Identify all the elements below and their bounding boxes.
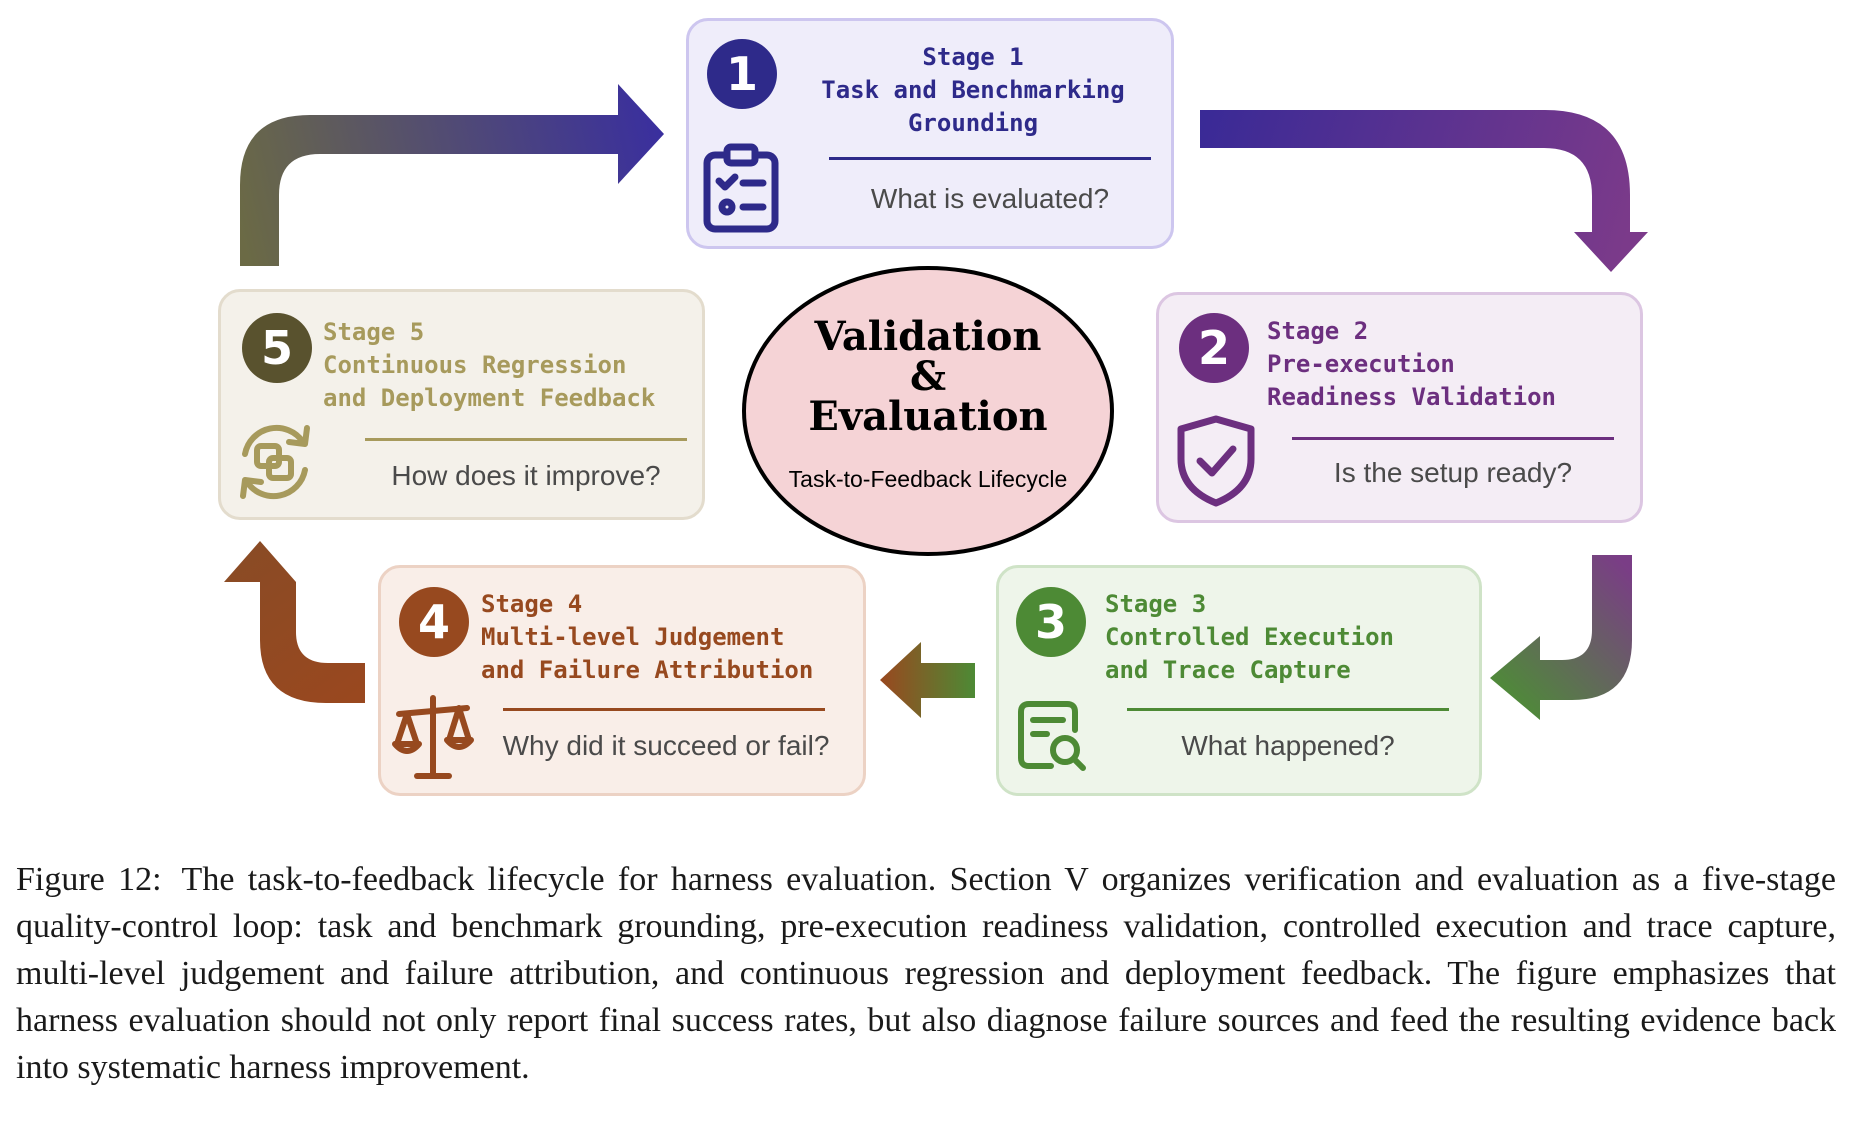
stage-5-card: 5 Stage 5 Continuous Regression and Depl… — [218, 289, 705, 520]
stage-1-title: Stage 1 Task and Benchmarking Grounding — [821, 43, 1125, 137]
stage-1-card: 1 Stage 1 Task and Benchmarking Groundin… — [686, 18, 1174, 249]
stage-2-title: Stage 2 Pre-execution Readiness Validati… — [1267, 317, 1556, 411]
center-title-line3: Evaluation — [808, 393, 1048, 440]
center-title-line2: & — [909, 353, 947, 400]
stage-3-card: 3 Stage 3 Controlled Execution and Trace… — [996, 565, 1482, 796]
shield-check-icon — [1173, 413, 1259, 514]
lifecycle-diagram: 1 Stage 1 Task and Benchmarking Groundin… — [218, 18, 1648, 796]
center-subtitle: Task-to-Feedback Lifecycle — [788, 466, 1068, 492]
arrow-stage4-to-stage5 — [224, 541, 365, 703]
figure-label: Figure 12: — [16, 861, 162, 898]
stage-2-card: 2 Stage 2 Pre-execution Readiness Valida… — [1156, 292, 1643, 523]
caption-text: The task-to-feedback lifecycle for harne… — [16, 861, 1837, 1086]
stage-4-title: Stage 4 Multi-level Judgement and Failur… — [481, 590, 814, 684]
stage-3-question: What happened? — [1181, 730, 1395, 761]
stage-5-divider — [365, 438, 687, 441]
arrow-stage5-to-stage1 — [240, 84, 664, 266]
stage-3-title: Stage 3 Controlled Execution and Trace C… — [1105, 590, 1394, 684]
stage-4-divider — [503, 708, 825, 711]
stage-1-number-badge: 1 — [707, 39, 777, 109]
stage-5-question: How does it improve? — [391, 460, 661, 491]
clipboard-checklist-icon — [701, 141, 781, 238]
lifecycle-arrows — [224, 84, 1648, 720]
stage-5-title: Stage 5 Continuous Regression and Deploy… — [323, 318, 656, 412]
stage-1-question: What is evaluated? — [870, 183, 1110, 214]
stage-4-number-badge: 4 — [399, 587, 469, 657]
stage-2-divider — [1292, 437, 1614, 440]
stage-2-number-badge: 2 — [1179, 313, 1249, 383]
refresh-cycle-icon — [227, 414, 323, 515]
center-title-line1: Validation — [814, 313, 1042, 360]
balance-scale-icon — [391, 692, 475, 787]
document-search-icon — [1017, 700, 1089, 779]
stage-4-question: Why did it succeed or fail? — [502, 730, 830, 761]
arrow-stage2-to-stage3 — [1490, 555, 1632, 720]
stage-5-number-badge: 5 — [242, 313, 312, 383]
stage-4-card: 4 Stage 4 Multi-level Judgement and Fail… — [378, 565, 866, 796]
stage-3-divider — [1127, 708, 1449, 711]
center-ellipse: Validation & Evaluation Task-to-Feedback… — [742, 266, 1114, 556]
arrow-stage3-to-stage4 — [880, 642, 975, 718]
stage-2-question: Is the setup ready? — [1333, 457, 1573, 488]
stage-1-divider — [829, 157, 1151, 160]
figure-caption: Figure 12:The task-to-feedback lifecycle… — [16, 856, 1836, 1091]
arrow-stage1-to-stage2 — [1200, 110, 1648, 272]
stage-3-number-badge: 3 — [1016, 587, 1086, 657]
